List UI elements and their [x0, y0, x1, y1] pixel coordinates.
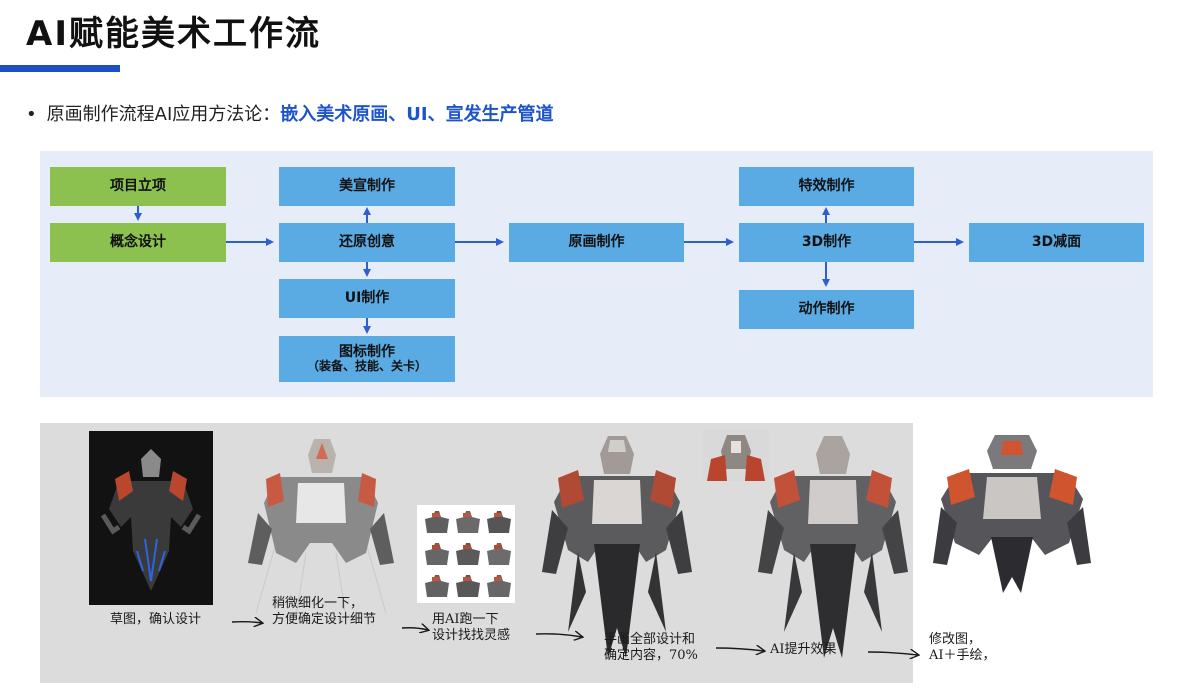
ai-variations-grid [417, 505, 515, 603]
hand-arrow-5 [867, 652, 918, 655]
ai-enhanced-figure [758, 436, 908, 658]
title-accent-bar [0, 65, 120, 72]
note-sketch: 草图，确认设计 [110, 612, 202, 627]
page-title: AI赋能美术工作流 [26, 14, 321, 54]
note-refine: 稍微细化一下， 方便确定设计细节 [272, 596, 377, 628]
node-ui: UI制作 [279, 279, 455, 318]
head-closeup-thumbnail [703, 429, 769, 481]
node-restore: 还原创意 [279, 223, 455, 262]
hand-painted-figure [542, 436, 692, 658]
note-ai-enhance: AI提升效果 [770, 642, 837, 657]
sketch-figure-dark [89, 431, 213, 605]
node-3d-reduce: 3D减面 [969, 223, 1144, 262]
note-hand-paint: 手画全部设计和 确定内容，70% [604, 632, 698, 664]
bullet-line: • 原画制作流程AI应用方法论：嵌入美术原画、UI、宣发生产管道 [26, 100, 554, 126]
bullet-highlight: 嵌入美术原画、UI、宣发生产管道 [280, 104, 554, 125]
hand-arrow-2 [401, 628, 428, 630]
node-promo: 美宣制作 [279, 167, 455, 206]
bullet-prefix: 原画制作流程AI应用方法论： [46, 104, 281, 125]
note-ai-inspire: 用AI跑一下 设计找找灵感 [432, 612, 511, 644]
node-icon: 图标制作 （装备、技能、关卡） [279, 336, 455, 382]
bullet-marker: • [26, 104, 37, 125]
hand-arrow-3 [535, 634, 582, 637]
node-vfx: 特效制作 [739, 167, 914, 206]
node-3d: 3D制作 [739, 223, 914, 262]
node-project: 项目立项 [50, 167, 226, 206]
hand-arrow-1 [231, 622, 262, 623]
workflow-diagram: 项目立项 概念设计 美宣制作 还原创意 UI制作 图标制作 （装备、技能、关卡）… [40, 151, 1153, 397]
final-figure [933, 435, 1091, 593]
node-concept: 概念设计 [50, 223, 226, 262]
hand-arrow-4 [715, 648, 764, 651]
node-illustration: 原画制作 [509, 223, 684, 262]
note-final: 修改图， AI＋手绘， [929, 632, 996, 664]
flow-arrows [134, 206, 964, 334]
node-anim: 动作制作 [739, 290, 914, 329]
sketch-figure-refined [248, 439, 394, 617]
